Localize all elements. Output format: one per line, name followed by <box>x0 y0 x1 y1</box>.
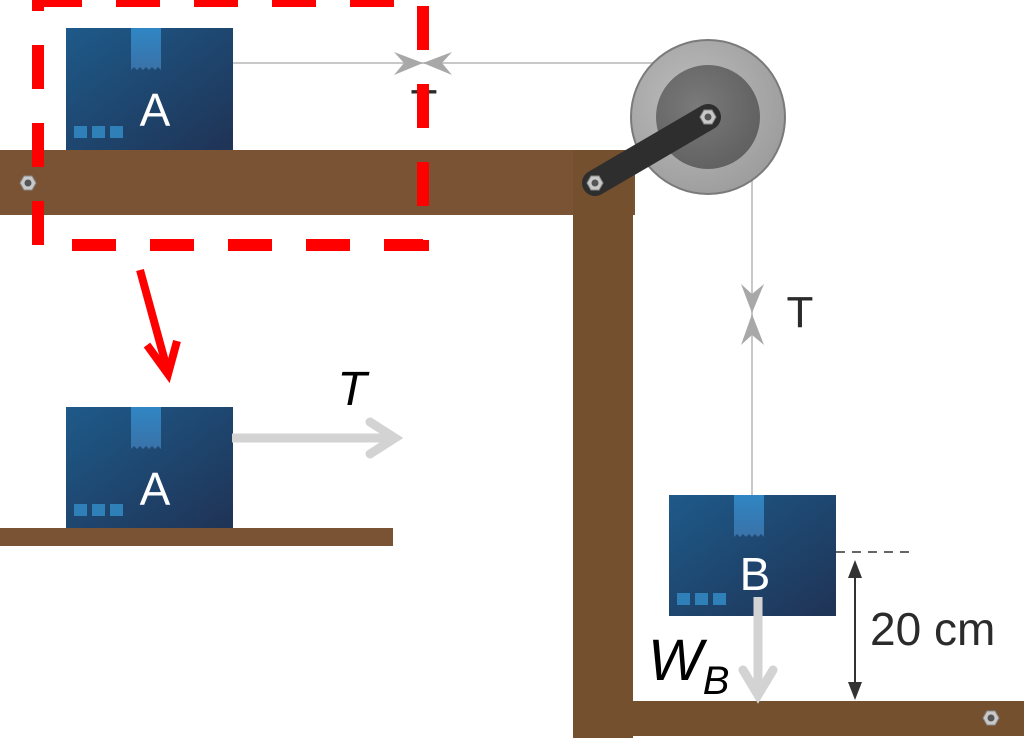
crank-arm-icon <box>582 104 721 196</box>
weight-label-main: W <box>648 628 708 693</box>
hex-nut-icon <box>586 175 604 191</box>
weight-force-arrow <box>738 597 778 704</box>
tension-fbd-label: T <box>337 363 370 416</box>
hex-nut-icon <box>699 109 717 125</box>
box-a-label: A <box>140 84 171 136</box>
height-dimension <box>836 551 914 700</box>
table-frame <box>0 150 1024 738</box>
table-leg <box>573 150 633 738</box>
weight-label-subscript: B <box>703 659 730 703</box>
highlight-box <box>32 0 429 251</box>
box-a: A <box>66 28 233 150</box>
tension-arrows-vertical <box>741 284 764 345</box>
box-b: B <box>669 495 836 616</box>
tension-arrows-horizontal <box>394 52 452 75</box>
hex-nut-icon <box>982 710 1000 726</box>
height-label: 20 cm <box>870 603 995 655</box>
table-top-bar <box>0 150 635 215</box>
hex-nut-icon <box>19 175 37 191</box>
tension-label-vertical: T <box>787 288 814 337</box>
red-pointer-arrow <box>136 268 181 384</box>
box-b-label: B <box>740 548 771 600</box>
weight-label: WB <box>648 628 729 703</box>
fbd-shelf <box>0 528 393 546</box>
box-a-free-body: A T <box>0 363 404 546</box>
box-a-fbd-label: A <box>140 463 171 515</box>
floor-bar <box>573 701 1024 736</box>
